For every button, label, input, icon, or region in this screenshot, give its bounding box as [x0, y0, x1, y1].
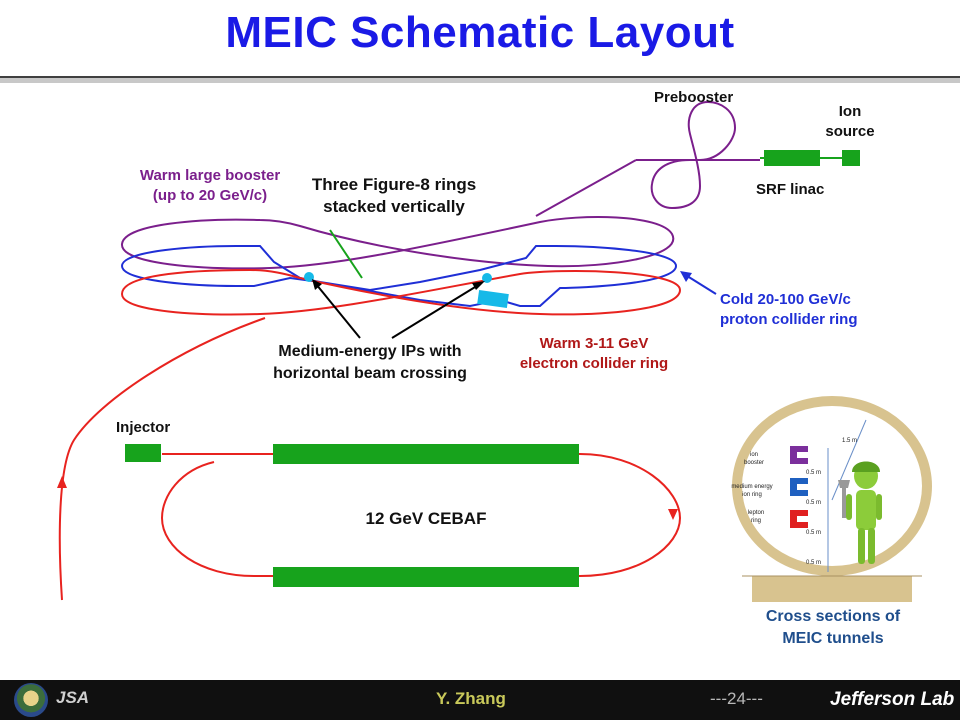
label-prebooster: Prebooster [654, 89, 733, 106]
tunnel-caption-line-1: Cross sections of [765, 608, 901, 625]
footer-author: Y. Zhang [436, 689, 506, 708]
worker-figure-icon [838, 461, 882, 564]
tunnel-label-lepton-1: lepton [748, 510, 764, 516]
jefferson-lab-logo: Jefferson Lab [830, 689, 955, 710]
header-divider-dark [0, 76, 960, 78]
dim-top: 1.5 m [842, 438, 857, 444]
booster-ring [120, 216, 675, 270]
label-warm-electron-1: Warm 3-11 GeV [540, 335, 649, 352]
label-warm-electron-2: electron collider ring [520, 355, 668, 372]
dim-a: 0.5 m [806, 470, 821, 476]
label-ion-source-1: Ion [839, 103, 862, 120]
cold-ring-arrow [683, 273, 717, 295]
meic-layout-diagram: Prebooster Ion source SRF linac Warm lar… [57, 89, 932, 640]
tunnel-label-medium-ring-1: medium energy [731, 484, 772, 490]
cold-ring-arrowhead [680, 271, 692, 282]
label-ips-2: horizontal beam crossing [273, 365, 467, 382]
page-title: MEIC Schematic Layout [225, 8, 735, 57]
ip-marker-left [304, 272, 314, 282]
ip-arrowhead-right [472, 281, 485, 290]
ip-arrowhead-left [312, 279, 322, 290]
transfer-arrowhead [57, 476, 67, 488]
cebaf-arrowhead [668, 509, 678, 520]
tunnel-label-ion-booster-2: booster [744, 460, 764, 466]
ion-source-block [842, 150, 860, 166]
ip-arrow-right [391, 283, 481, 339]
dim-c: 0.5 m [806, 530, 821, 536]
label-cold-ring-2: proton collider ring [720, 311, 858, 328]
label-warm-booster-2: (up to 20 GeV/c) [153, 187, 267, 204]
electron-transfer-line [58, 317, 266, 601]
label-cold-ring-1: Cold 20-100 GeV/c [720, 291, 851, 308]
cebaf-linac-top [273, 444, 579, 464]
label-three-rings-2: stacked vertically [323, 197, 465, 216]
tunnel-caption-line-2: MEIC tunnels [782, 630, 884, 647]
dimension-diagonal [831, 419, 867, 501]
label-ion-source-2: source [825, 123, 874, 140]
dim-b: 0.5 m [806, 500, 821, 506]
tunnel-caption: Cross sections of MEIC tunnels [730, 606, 936, 650]
footer-bar [0, 680, 960, 720]
prebooster-loop [636, 100, 760, 210]
cebaf-outer-return [62, 580, 680, 640]
label-warm-booster-1: Warm large booster [140, 167, 280, 184]
stacking-indicator [329, 229, 363, 279]
cebaf-linac-bottom [273, 567, 579, 587]
label-injector: Injector [116, 419, 170, 436]
label-cebaf: 12 GeV CEBAF [366, 509, 487, 528]
footer-page-number: ---24--- [710, 689, 763, 708]
dim-bottom: 0.5 m [806, 560, 821, 566]
tunnel-label-medium-ring-2: ion ring [742, 492, 762, 498]
detector-block [477, 289, 509, 309]
label-srf-linac: SRF linac [756, 181, 824, 198]
jsa-logo: JSA [56, 688, 90, 707]
header-divider-light [0, 78, 960, 83]
label-three-rings-1: Three Figure-8 rings [312, 175, 476, 194]
proton-collider-ring [120, 245, 678, 308]
ip-arrow-left [315, 283, 361, 339]
tunnel-wall-inner [742, 406, 922, 566]
tunnel-label-ion-booster-1: ion [750, 452, 758, 458]
injector-block [125, 444, 161, 462]
prebooster-transfer-line [535, 159, 637, 217]
tunnel-label-lepton-2: ring [751, 518, 761, 524]
electron-collider-ring [120, 268, 682, 316]
tunnel-cross-section: ion booster medium energy ion ring lepto… [731, 396, 932, 602]
header-area [0, 0, 960, 74]
cebaf-racetrack [160, 453, 682, 577]
doe-seal-logo [14, 683, 48, 717]
label-ips-1: Medium-energy IPs with [278, 343, 461, 360]
tunnel-floor [752, 576, 912, 602]
ip-marker-right [482, 273, 492, 283]
